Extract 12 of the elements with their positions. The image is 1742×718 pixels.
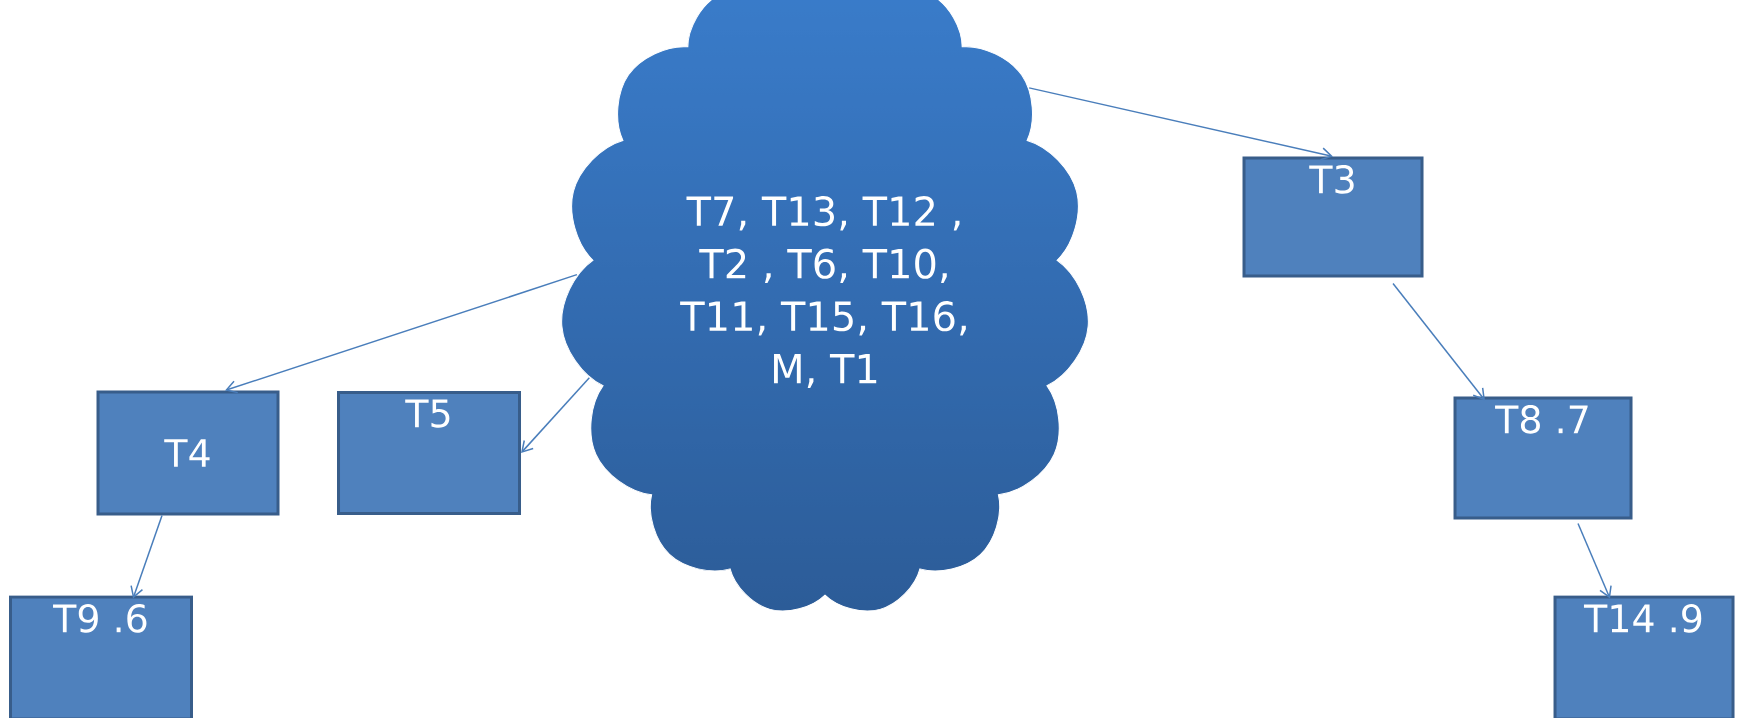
process-box: T5 [337,391,521,515]
process-box: T9 .6 [9,595,193,718]
arrow [1392,282,1486,401]
process-box: T14 .9 [1553,595,1735,718]
process-box: T3 [1242,156,1424,278]
process-box: T4 [96,390,280,516]
process-box: T8 .7 [1453,396,1633,520]
arrow [130,514,163,599]
arrow [1028,87,1334,161]
arrow [1577,522,1612,599]
arrow [521,377,591,453]
arrow [225,273,578,394]
